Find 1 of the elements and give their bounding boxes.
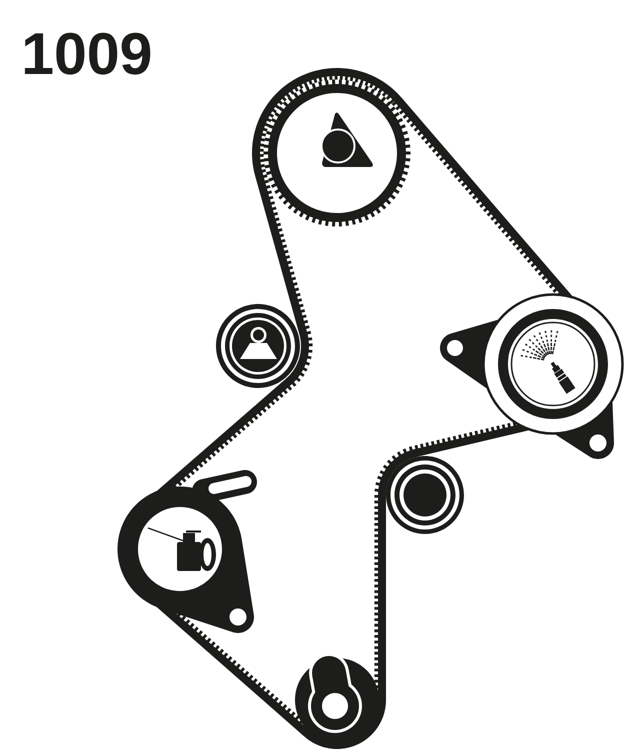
title: 1009 xyxy=(24,32,150,75)
